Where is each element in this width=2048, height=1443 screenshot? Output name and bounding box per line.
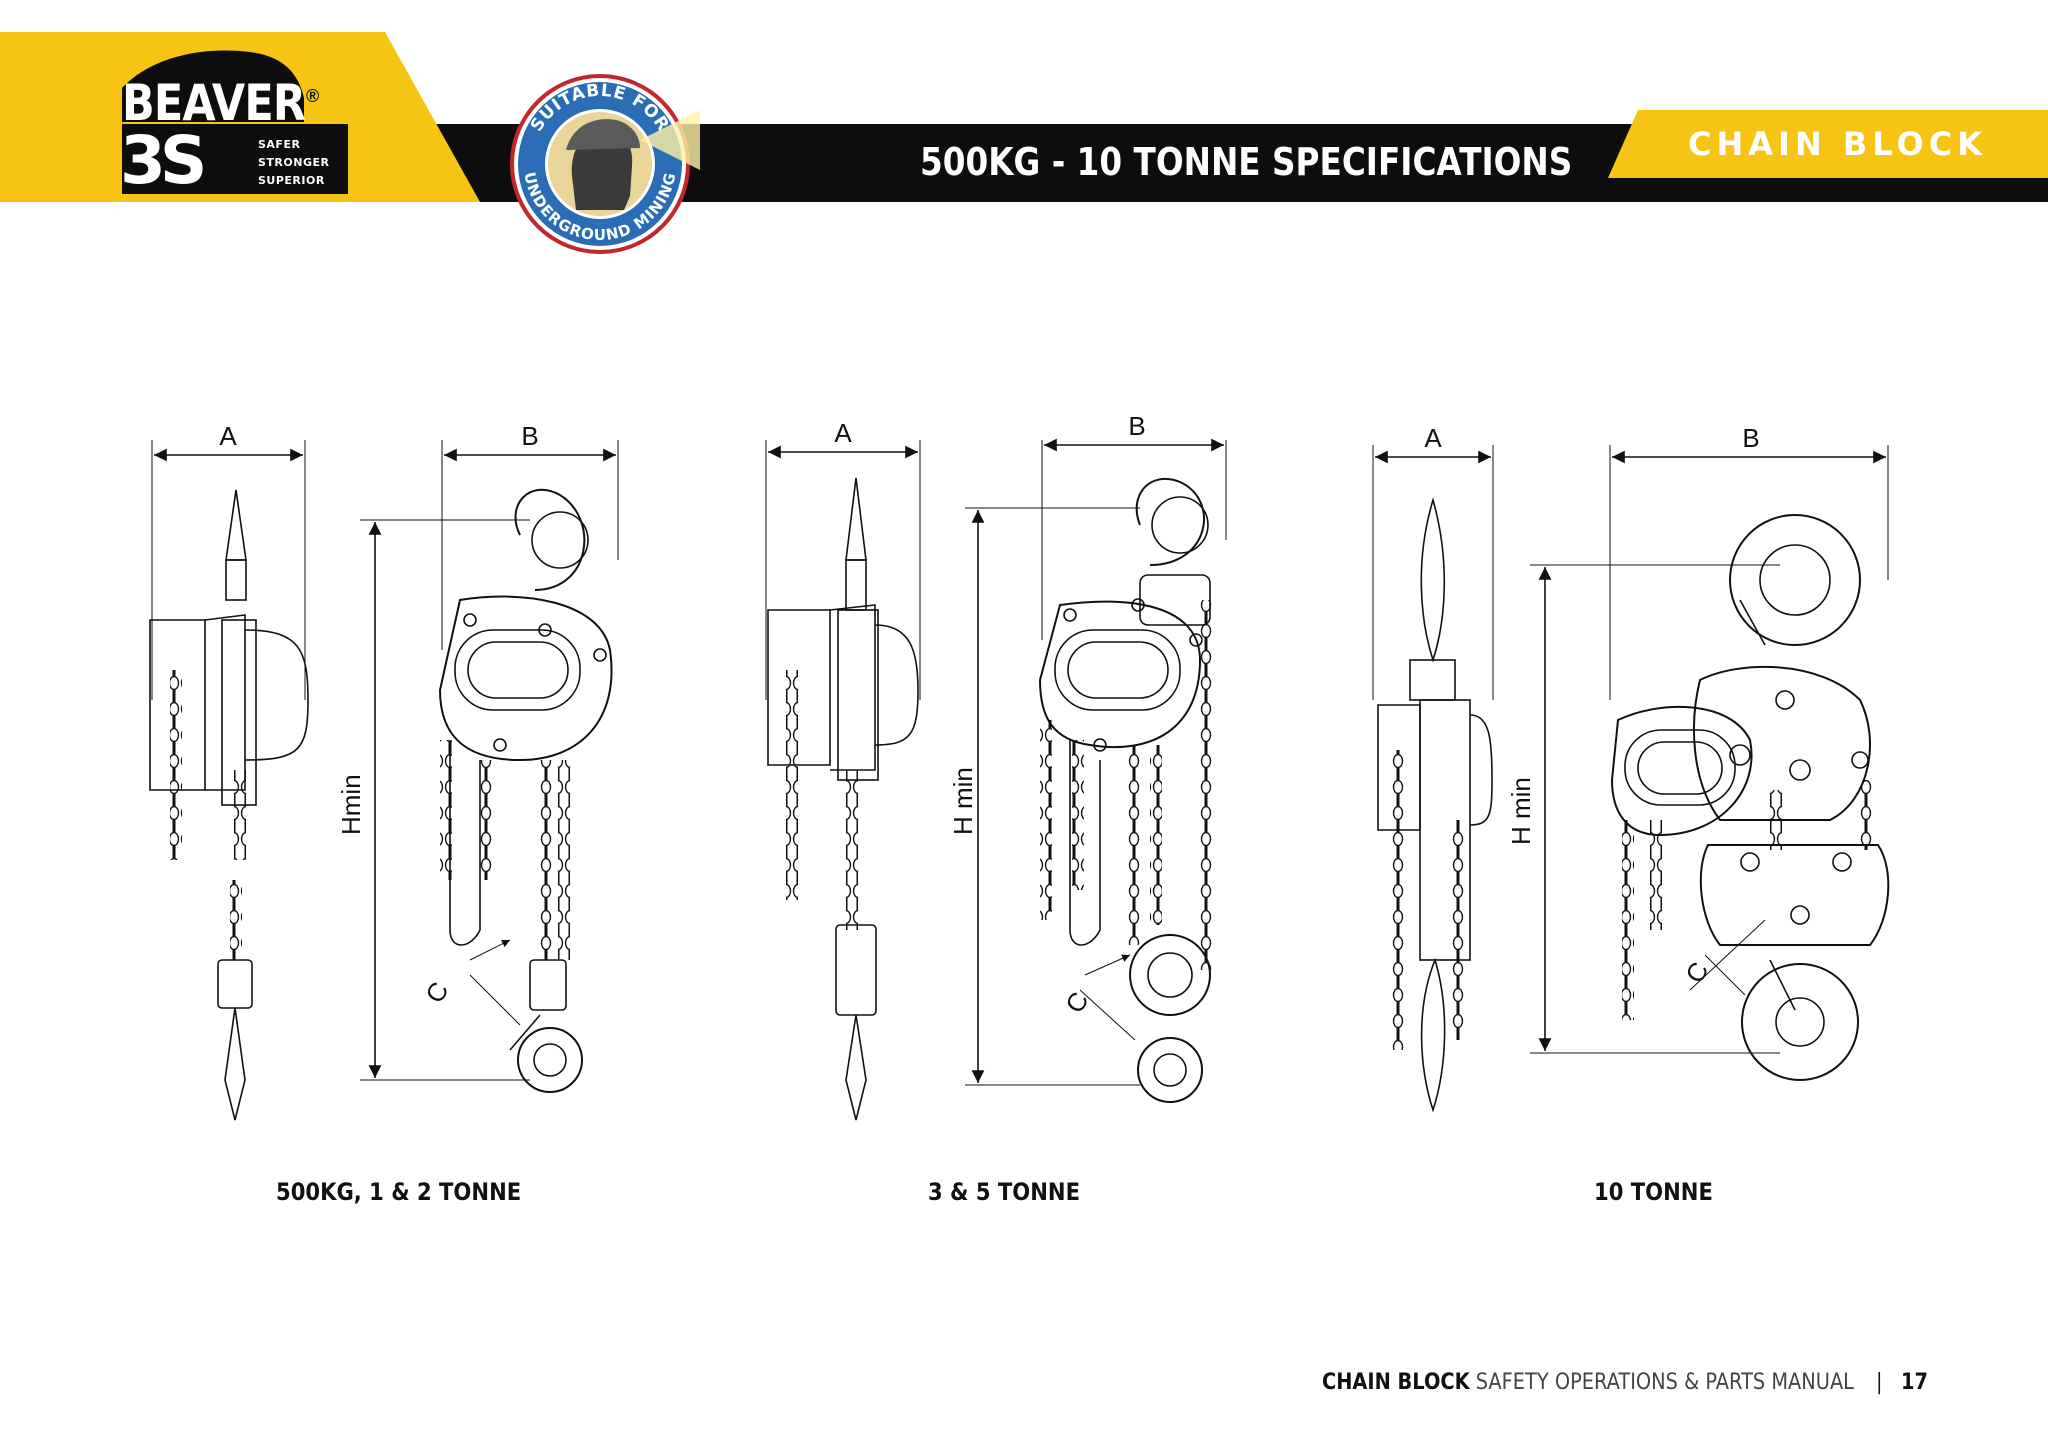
side-view (149, 440, 309, 1121)
dim-c-label: C (1679, 957, 1714, 988)
dim-h-label: H min (1506, 777, 1536, 845)
front-view (1530, 445, 1890, 1081)
drawing-10-tonne: A B H min C (1372, 423, 1890, 1113)
dim-h-label: H min (948, 767, 978, 835)
tagline-stronger: STRONGER (258, 156, 330, 169)
front-view (965, 438, 1227, 1103)
section-label: CHAIN BLOCK (1688, 125, 1987, 163)
drawing-500kg-1-2-tonne: A B Hmin C (149, 421, 619, 1121)
brand-name: BEAVER (122, 74, 306, 132)
footer-title: CHAIN BLOCK (1322, 1370, 1470, 1395)
logo-3s: 3S (120, 122, 208, 199)
page-number: 17 (1900, 1370, 1928, 1395)
miner-icon (571, 130, 633, 210)
registered-mark: ® (306, 86, 320, 106)
footer-subtitle: SAFETY OPERATIONS & PARTS MANUAL (1475, 1370, 1854, 1395)
logo-3s-block (122, 124, 348, 194)
beaver-silhouette (122, 50, 304, 122)
dim-b-label: B (1128, 411, 1145, 441)
side-view (765, 440, 921, 1121)
footer-separator: | (1875, 1370, 1883, 1395)
tagline-superior: SUPERIOR (258, 174, 325, 187)
caption-3-5-tonne: 3 & 5 TONNE (928, 1178, 1081, 1206)
dim-b-label: B (521, 421, 538, 451)
dim-a-label: A (1424, 423, 1442, 453)
dim-a-label: A (219, 421, 237, 451)
caption-10-tonne: 10 TONNE (1594, 1178, 1713, 1206)
caption-500kg-1-2-tonne: 500KG, 1 & 2 TONNE (276, 1178, 522, 1206)
dim-c-label: C (419, 977, 454, 1008)
underground-mining-badge: SUITABLE FOR UNDERGROUND MINING (510, 74, 700, 254)
dim-b-label: B (1742, 423, 1759, 453)
tagline-safer: SAFER (258, 138, 301, 151)
dim-h-label: Hmin (336, 774, 366, 835)
front-view (360, 440, 619, 1093)
section-tab (1608, 110, 2048, 178)
footer: CHAIN BLOCK SAFETY OPERATIONS & PARTS MA… (1322, 1370, 1928, 1395)
side-view (1372, 445, 1494, 1113)
page-title: 500KG - 10 TONNE SPECIFICATIONS (920, 140, 1573, 184)
header-graphics: SUITABLE FOR UNDERGROUND MINING (0, 32, 2048, 254)
dim-a-label: A (834, 418, 852, 448)
dim-c-label: C (1059, 987, 1094, 1018)
drawing-3-5-tonne: A B H min C (765, 411, 1227, 1121)
